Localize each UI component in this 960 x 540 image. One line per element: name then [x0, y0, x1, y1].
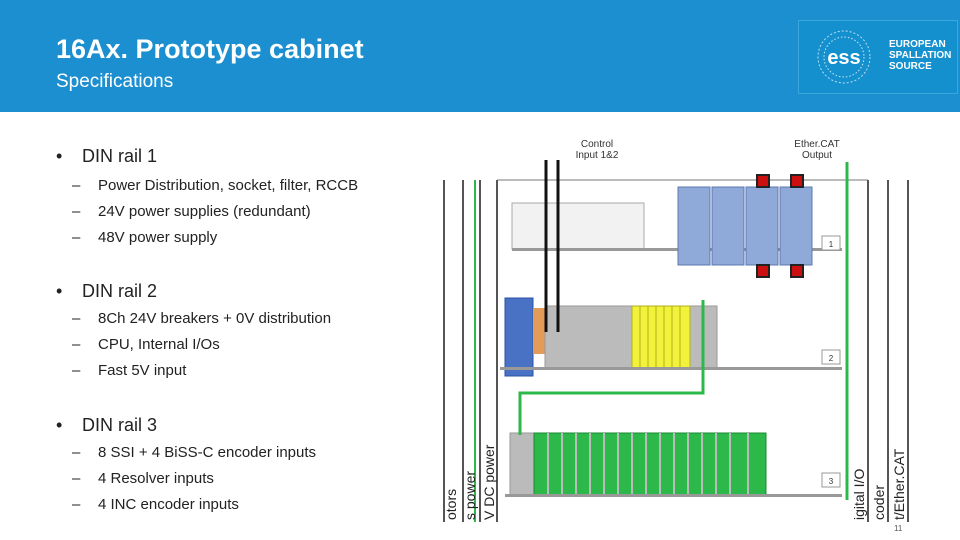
power-distribution-box: [511, 202, 645, 250]
sub-bullet: –CPU, Internal I/Os: [72, 336, 220, 353]
page-number: 11: [894, 524, 903, 533]
psu-module: [711, 186, 745, 266]
rail-number-3: 3: [829, 477, 834, 486]
sub-bullet: –4 Resolver inputs: [72, 470, 214, 487]
rail-number-1: 1: [829, 240, 834, 249]
rail-number-2: 2: [829, 354, 834, 363]
logo-line-2: SPALLATION: [889, 50, 952, 61]
bullet-rail-3: •DIN rail 3: [56, 415, 158, 435]
din-rail-2-block: [544, 305, 718, 369]
psu-module: [779, 186, 813, 266]
sub-bullet: –8 SSI + 4 BiSS-C encoder inputs: [72, 444, 317, 461]
logo-text: EUROPEAN SPALLATION SOURCE: [889, 39, 951, 72]
logo-line-1: EUROPEAN: [889, 39, 946, 50]
encoder-input-modules: [533, 432, 767, 496]
ess-logo-icon: ess: [817, 30, 871, 84]
sub-bullet: –8Ch 24V breakers + 0V distribution: [72, 310, 332, 327]
bullet-rail-1: •DIN rail 1: [56, 146, 158, 166]
ess-logo: ess EUROPEAN SPALLATION SOURCE: [798, 20, 958, 94]
logo-mark-text: ess: [827, 47, 860, 69]
header-bar: 16Ax. Prototype cabinet Specifications e…: [0, 0, 960, 112]
internal-ethercat-cable: [518, 300, 705, 435]
sub-bullet: –4 INC encoder inputs: [72, 496, 239, 513]
cable-label-dc-power: V DC power: [481, 444, 497, 520]
page-title: 16Ax. Prototype cabinet: [56, 34, 364, 64]
psu-module: [745, 186, 779, 266]
page-subtitle: Specifications: [56, 71, 174, 92]
sub-bullet: –Power Distribution, socket, filter, RCC…: [72, 177, 359, 194]
cable-label-ethercat: t/Ether.CAT: [891, 448, 907, 520]
cable-label-digital-io: igital I/O: [851, 469, 867, 520]
sub-bullet: –24V power supplies (redundant): [72, 203, 311, 220]
cpu-module: [504, 297, 534, 377]
cable-label-motors: otors: [443, 489, 459, 520]
logo-line-3: SOURCE: [889, 61, 932, 72]
cable-label-encoder: coder: [871, 485, 887, 520]
bullet-rail-2: •DIN rail 2: [56, 281, 158, 301]
sub-bullet: –Fast 5V input: [72, 362, 187, 379]
sub-bullet: –48V power supply: [72, 229, 218, 246]
psu-module: [677, 186, 711, 266]
cable-label-power: s power: [462, 471, 478, 520]
